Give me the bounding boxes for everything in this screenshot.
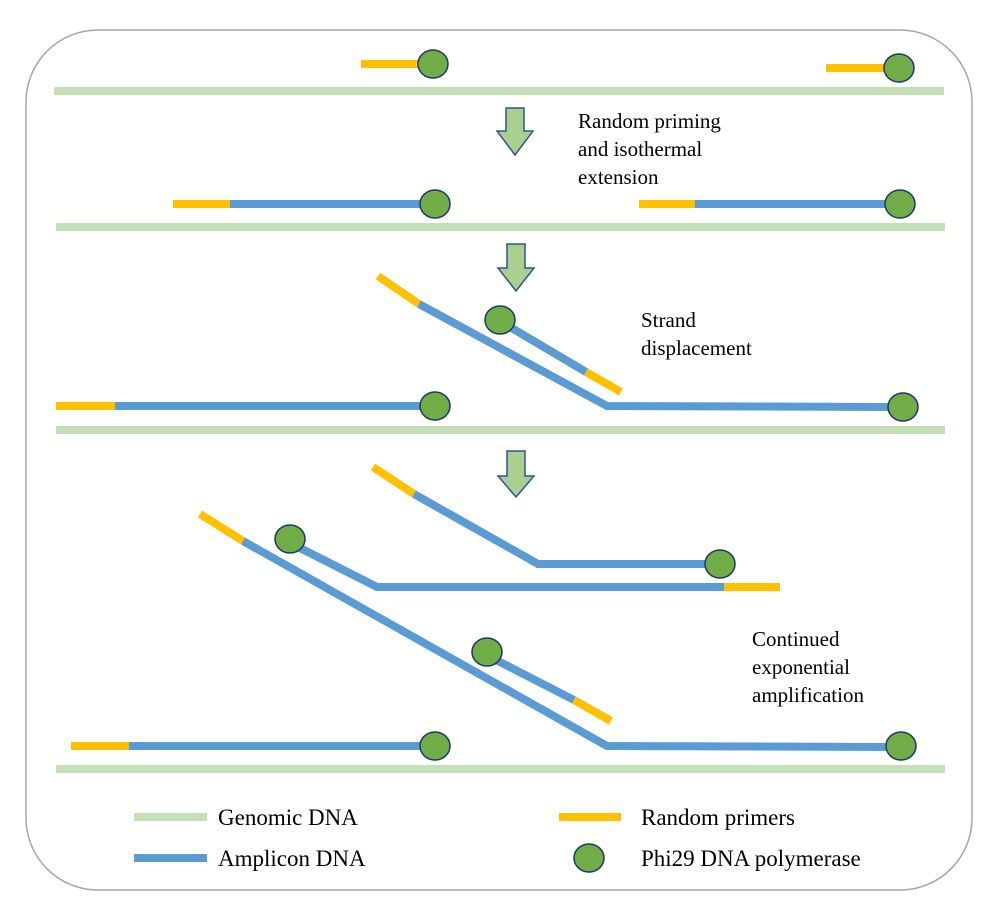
polymerase-icon — [887, 392, 919, 422]
random-primer — [572, 696, 613, 725]
down-arrow-icon — [495, 107, 535, 157]
step-label-line: Random priming — [578, 109, 721, 133]
polymerase-icon — [471, 637, 503, 667]
polymerase-icon — [484, 305, 516, 335]
step-label-1: Random priming and isothermal extension — [578, 109, 726, 189]
legend-item-amplicon: Amplicon DNA — [134, 846, 366, 871]
polymerase-icon — [419, 189, 451, 219]
legend-label: Phi29 DNA polymerase — [641, 846, 861, 871]
polymerase-icon — [884, 189, 916, 219]
diagram-frame — [25, 29, 973, 891]
random-primer — [375, 272, 422, 308]
polymerase-icon — [274, 524, 306, 554]
amplicon-dna — [241, 537, 891, 751]
legend-item-genomic: Genomic DNA — [134, 805, 358, 830]
polymerase-icon — [417, 49, 449, 79]
legend-label: Genomic DNA — [218, 805, 358, 830]
stage-1 — [54, 49, 944, 95]
amplicon-dna — [412, 490, 708, 568]
step-label-2: Strand displacement — [641, 308, 752, 360]
legend: Genomic DNA Random primers Amplicon DNA … — [134, 805, 861, 873]
amplicon-dna — [417, 300, 891, 411]
legend-item-polymerase: Phi29 DNA polymerase — [573, 843, 861, 873]
random-primer — [584, 368, 623, 396]
step-label-line: displacement — [641, 336, 752, 360]
polymerase-icon — [885, 731, 917, 761]
random-primer — [197, 510, 246, 545]
stage-2 — [56, 189, 945, 231]
polymerase-icon — [883, 53, 915, 83]
step-label-line: amplification — [752, 683, 864, 707]
stage-4 — [56, 463, 945, 773]
random-primer — [370, 463, 417, 498]
amplicon-dna — [494, 656, 576, 704]
step-label-line: Continued — [752, 627, 840, 651]
polymerase-icon — [419, 391, 451, 421]
stage-3 — [56, 272, 945, 434]
step-label-3: Continued exponential amplification — [752, 627, 864, 707]
amplicon-dna — [507, 323, 589, 376]
step-label-line: extension — [578, 165, 659, 189]
down-arrow-icon — [496, 450, 536, 499]
legend-label: Amplicon DNA — [218, 846, 366, 871]
step-label-line: Strand — [641, 308, 696, 332]
polymerase-icon — [704, 549, 736, 579]
polymerase-icon — [573, 843, 605, 873]
step-label-line: exponential — [752, 655, 850, 679]
legend-label: Random primers — [641, 805, 795, 830]
amplicon-dna — [298, 544, 724, 591]
legend-item-primer: Random primers — [559, 805, 795, 830]
down-arrow-icon — [496, 243, 536, 293]
polymerase-icon — [419, 731, 451, 761]
step-label-line: and isothermal — [578, 137, 702, 161]
